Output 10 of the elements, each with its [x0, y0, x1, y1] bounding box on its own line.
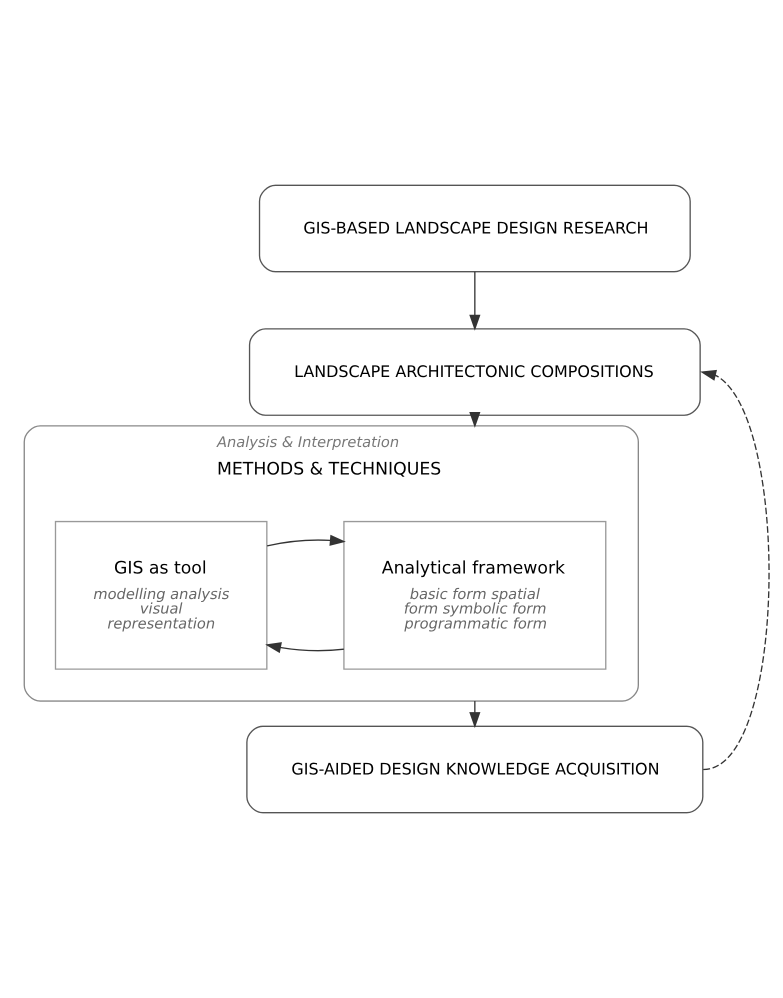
arrow — [469, 701, 480, 728]
node-box: GIS-BASED LANDSCAPE DESIGN RESEARCH — [258, 184, 691, 272]
arrow — [469, 272, 480, 331]
arrow — [267, 534, 346, 546]
arrow — [469, 412, 480, 428]
node-box: Analytical framework basic form spatial form symbolic form programmatic form — [343, 520, 606, 670]
arrow — [265, 642, 344, 654]
arrow — [700, 370, 770, 770]
node-box: GIS-AIDED DESIGN KNOWLEDGE ACQUISITION — [246, 726, 704, 814]
node-box: GIS as tool modelling analysis visual representation — [54, 520, 268, 670]
